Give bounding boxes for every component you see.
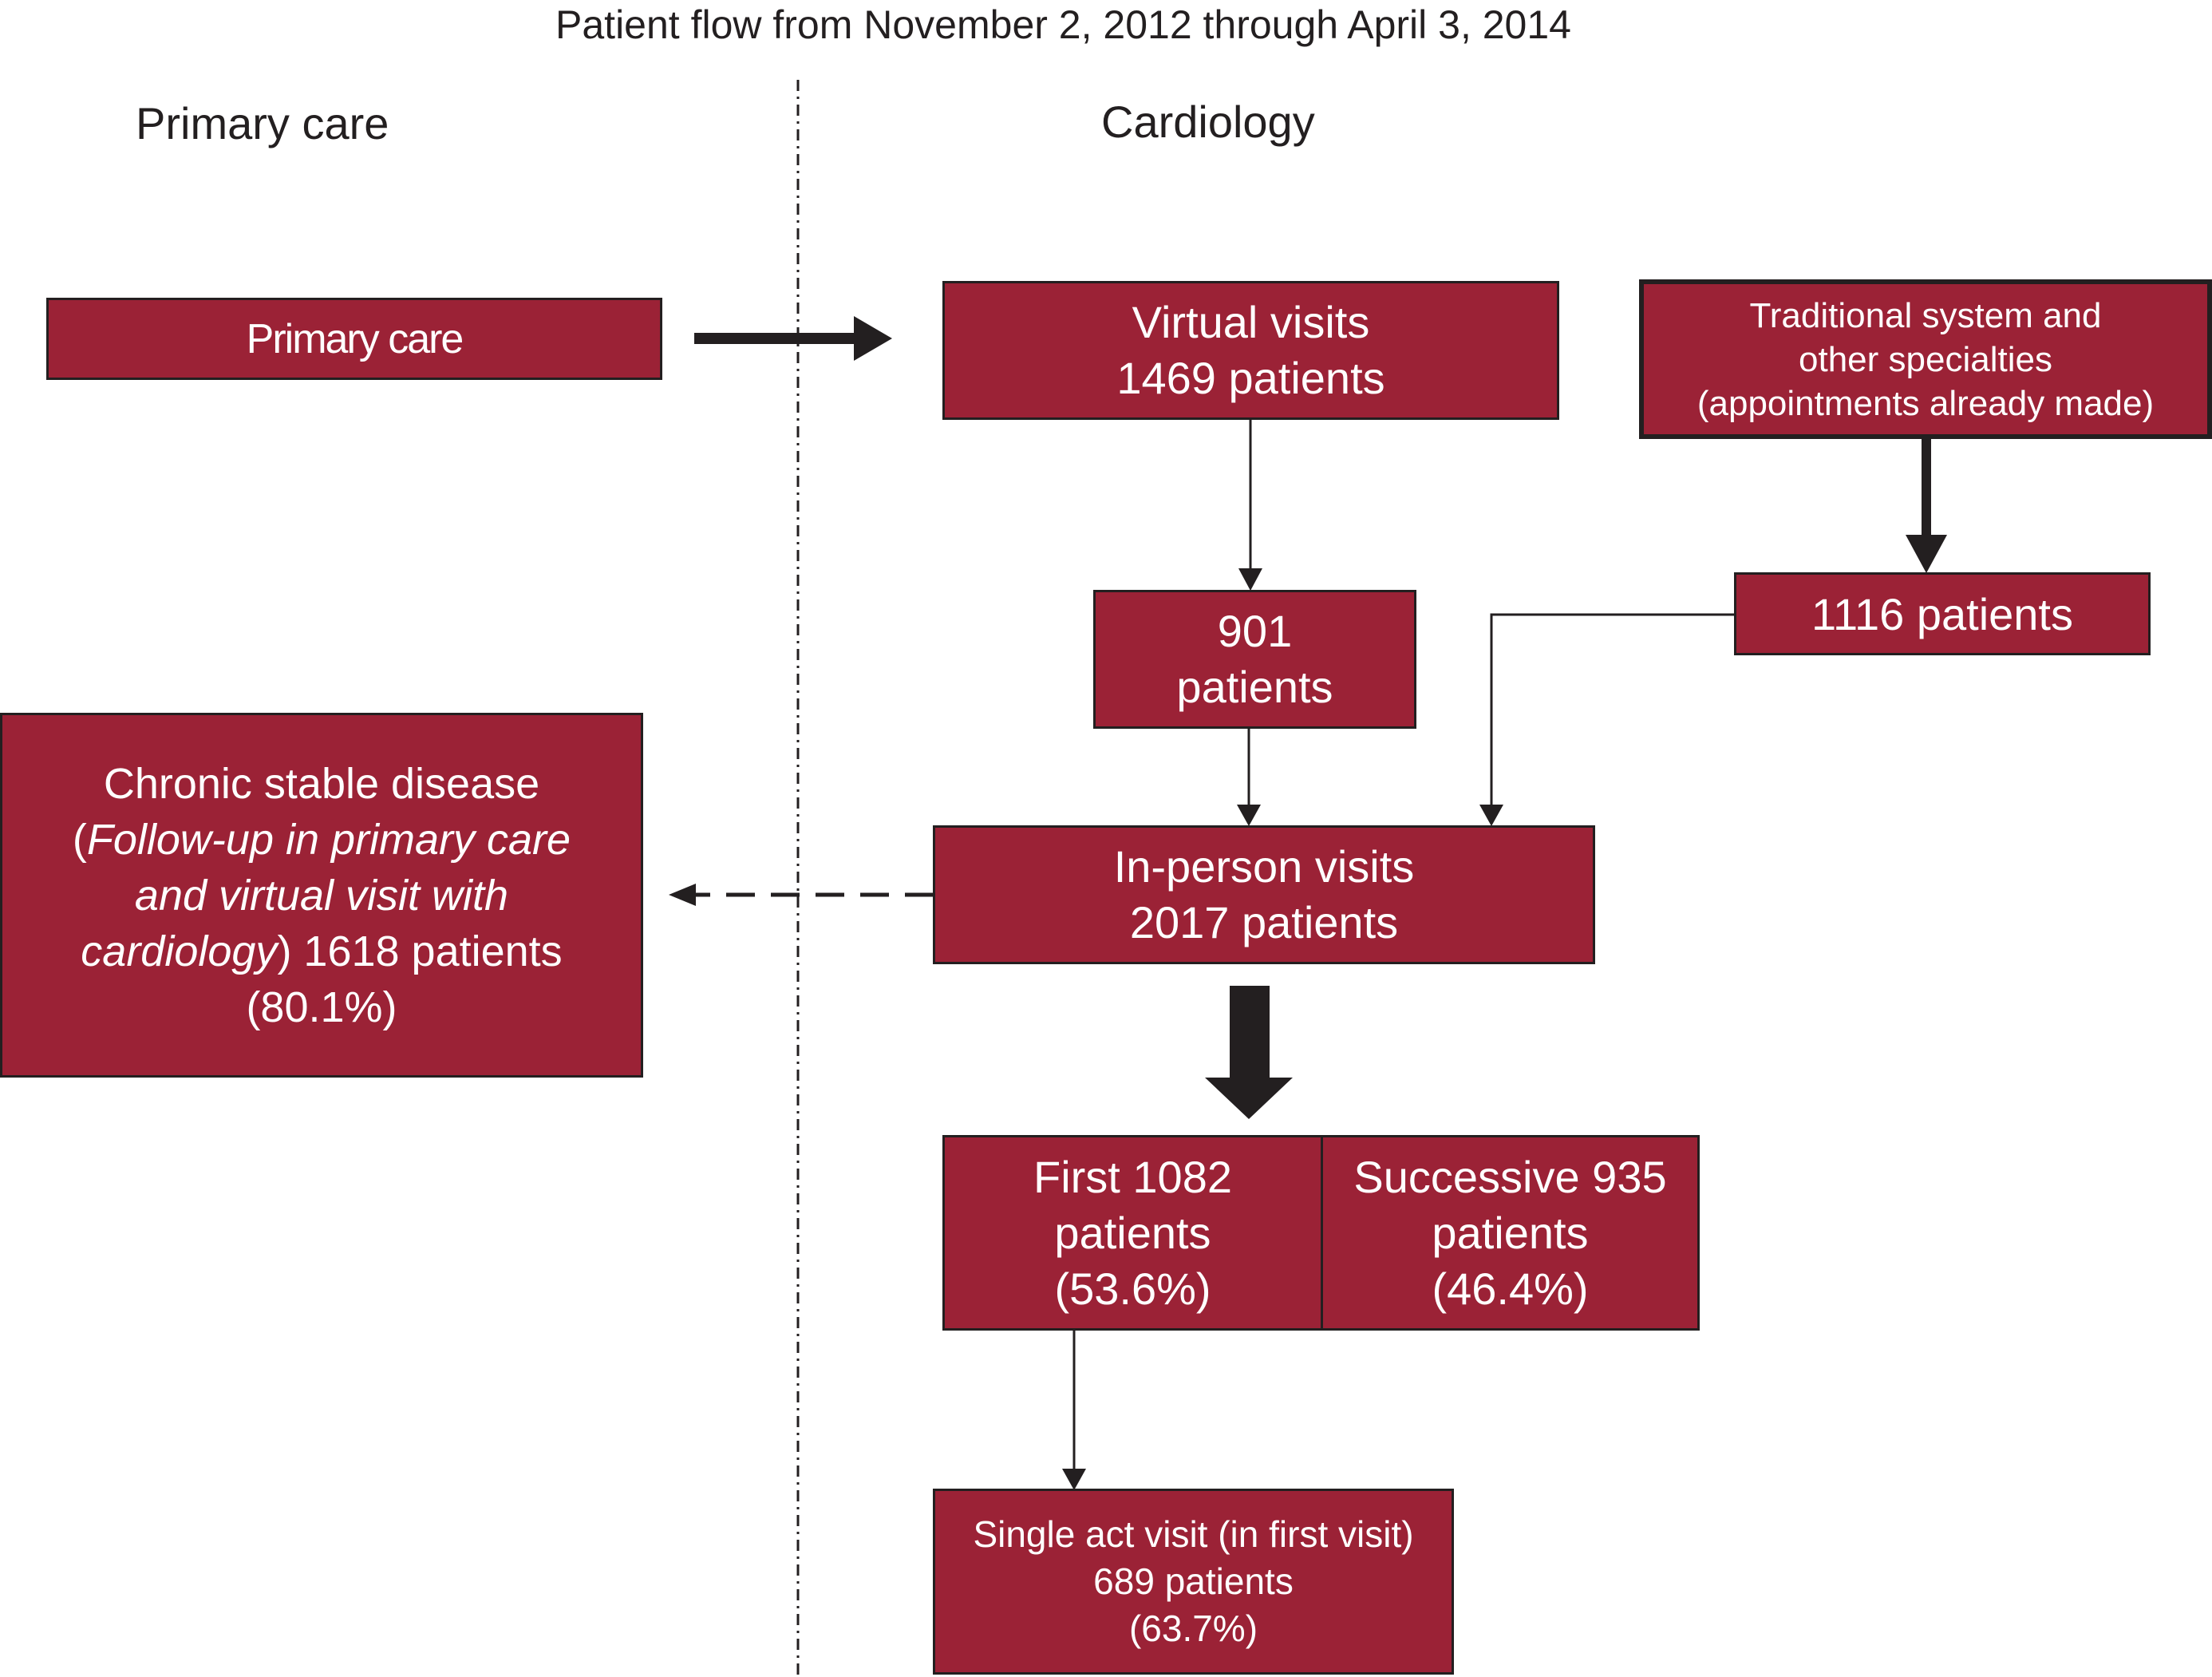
box-primary-care: Primary care [46, 298, 662, 380]
arrow-901-to-inperson [1237, 729, 1261, 826]
arrow-inperson-to-chronic [669, 884, 934, 906]
box-in-person-visits: In-person visits 2017 patients [933, 825, 1595, 964]
chronic-line-3: and virtual visit with [134, 871, 509, 920]
arrow-primary-to-virtual [694, 316, 892, 361]
traditional-line-3: (appointments already made) [1697, 383, 2155, 423]
traditional-line-1: Traditional system and [1749, 295, 2102, 335]
arrow-virtual-to-901 [1238, 420, 1262, 591]
first-line-2: patients [1054, 1207, 1211, 1258]
first-line-1: First 1082 [1033, 1151, 1232, 1202]
chronic-line-2: (Follow-up in primary care [72, 815, 571, 864]
box-successive-visits: Successive 935 patients (46.4%) [1321, 1135, 1700, 1331]
box-single-act-visit: Single act visit (in first visit) 689 pa… [933, 1489, 1454, 1675]
block-arrow-inperson-to-split [1205, 986, 1293, 1119]
virtual-visits-count: 1469 patients [1116, 353, 1385, 403]
box-1116-label: 1116 patients [1811, 588, 2073, 639]
in-person-label: In-person visits [1113, 841, 1415, 892]
box-virtual-visits: Virtual visits 1469 patients [942, 281, 1559, 420]
box-chronic-stable-disease: Chronic stable disease (Follow-up in pri… [0, 713, 643, 1078]
chronic-line-4: cardiology) 1618 patients [81, 927, 563, 975]
in-person-count: 2017 patients [1129, 897, 1399, 947]
box-901-unit: patients [1176, 662, 1333, 712]
diagram-title: Patient flow from November 2, 2012 throu… [555, 2, 1571, 47]
column-header-primary-care: Primary care [136, 98, 389, 148]
box-901-count: 901 [1217, 606, 1293, 656]
successive-line-2: patients [1432, 1207, 1589, 1258]
successive-line-1: Successive 935 [1353, 1151, 1667, 1202]
chronic-line-5: (80.1%) [246, 983, 397, 1031]
first-line-3: (53.6%) [1054, 1263, 1211, 1314]
single-line-2: 689 patients [1093, 1560, 1294, 1602]
column-header-cardiology: Cardiology [1101, 97, 1315, 147]
traditional-line-2: other specialties [1799, 339, 2052, 379]
virtual-visits-label: Virtual visits [1132, 297, 1370, 347]
box-901-patients: 901 patients [1093, 590, 1416, 729]
arrow-1116-to-inperson [1479, 613, 1734, 826]
box-primary-care-label: Primary care [246, 315, 464, 362]
arrow-traditional-to-1116 [1906, 439, 1947, 573]
single-line-3: (63.7%) [1128, 1608, 1258, 1649]
chronic-line-1: Chronic stable disease [103, 759, 540, 808]
successive-line-3: (46.4%) [1432, 1263, 1589, 1314]
arrow-first-to-single [1062, 1330, 1086, 1490]
box-1116-patients: 1116 patients [1734, 572, 2151, 655]
box-traditional-system: Traditional system and other specialties… [1639, 279, 2212, 439]
single-line-1: Single act visit (in first visit) [973, 1513, 1414, 1555]
box-first-visits: First 1082 patients (53.6%) [942, 1135, 1323, 1331]
